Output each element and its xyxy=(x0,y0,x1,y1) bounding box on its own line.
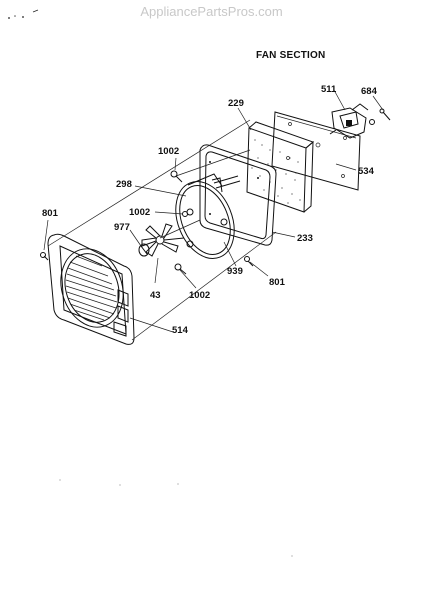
part-977-nut xyxy=(138,243,150,257)
label-1002-top: 1002 xyxy=(158,146,180,157)
label-801-right: 801 xyxy=(269,277,285,288)
diagram-title: FAN SECTION xyxy=(256,50,326,61)
label-233: 233 xyxy=(297,233,313,244)
label-511: 511 xyxy=(321,84,337,95)
part-1002-screw-mid xyxy=(182,211,188,217)
part-298-fan-bracket xyxy=(175,173,241,259)
leader-lines xyxy=(43,89,384,333)
part-43-fan-blade xyxy=(141,223,185,257)
label-684: 684 xyxy=(361,86,377,97)
part-511-fan-motor xyxy=(329,103,375,139)
label-229: 229 xyxy=(228,98,244,109)
label-298: 298 xyxy=(116,179,132,190)
label-1002-mid: 1002 xyxy=(129,207,151,218)
part-514-fan-cover xyxy=(47,233,135,345)
part-1002-screw-bottom xyxy=(174,263,187,275)
scan-marks xyxy=(8,9,293,557)
label-801-left: 801 xyxy=(42,208,58,219)
site-watermark: AppliancePartsPros.com xyxy=(140,4,283,19)
part-684-screw xyxy=(379,108,391,121)
part-801-screw-right xyxy=(244,256,254,267)
label-977: 977 xyxy=(114,222,130,233)
part-233-gasket xyxy=(199,144,277,246)
label-43: 43 xyxy=(150,290,161,301)
part-1002-screw-top xyxy=(170,170,183,183)
part-229-insulation xyxy=(246,121,314,213)
label-939: 939 xyxy=(227,266,243,277)
alignment-lines xyxy=(47,119,277,341)
label-534: 534 xyxy=(358,166,374,177)
part-801-screw-left xyxy=(40,252,49,261)
label-1002-bottom: 1002 xyxy=(189,290,211,301)
part-534-cover-plate xyxy=(271,111,361,191)
label-514: 514 xyxy=(172,325,188,336)
